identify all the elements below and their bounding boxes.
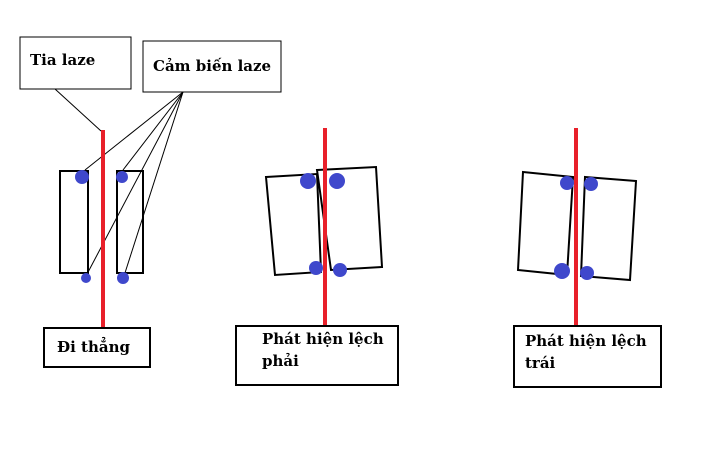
sensor-plate-left — [264, 172, 323, 277]
sensor-plate-right — [579, 175, 638, 282]
laser-sensor-dot — [116, 171, 128, 183]
case-right-box — [235, 325, 399, 386]
case-left-box — [513, 325, 662, 388]
laser-sensor-dot — [309, 261, 323, 275]
laser-sensor-dot — [333, 263, 347, 277]
laser-sensor-dot — [117, 272, 129, 284]
case-right-label-line1: Phát hiện lệch — [262, 330, 384, 348]
sensor-pointer-line — [84, 91, 184, 171]
case-straight-label: Đi thẳng — [57, 337, 130, 356]
beam-callout-label: Tia laze — [30, 51, 95, 69]
beam-callout-pointer — [54, 88, 102, 132]
beam-callout-box — [19, 36, 132, 90]
case-left-label-line1: Phát hiện lệch — [525, 332, 647, 350]
sensor-pointer-line — [85, 91, 184, 277]
laser-sensor-dot — [584, 177, 598, 191]
laser-sensor-dot — [300, 173, 316, 189]
case-right-deviation: Phát hiện lệch phải — [235, 128, 399, 386]
case-left-label-line2: trái — [525, 354, 556, 372]
sensor-pointer-line — [123, 91, 184, 277]
sensor-plate-right — [116, 170, 144, 274]
case-straight-box — [43, 327, 151, 368]
case-right-label-line2: phải — [262, 352, 299, 370]
sensor-callout-label: Cảm biến laze — [153, 57, 271, 75]
sensor-callout-box — [142, 40, 282, 93]
case-left-deviation: Phát hiện lệch trái — [513, 128, 662, 388]
sensor-plate-left — [59, 170, 89, 274]
laser-sensor-dot — [81, 273, 91, 283]
laser-sensor-dot — [75, 170, 89, 184]
laser-sensor-dot — [554, 263, 570, 279]
laser-sensor-dot — [560, 176, 574, 190]
sensor-pointer-line — [122, 91, 184, 171]
laser-sensor-dot — [580, 266, 594, 280]
sensor-callout: Cảm biến laze — [84, 40, 282, 277]
case-straight: Đi thẳng — [43, 130, 151, 368]
laser-sensor-dot — [329, 173, 345, 189]
beam-callout: Tia laze — [19, 36, 132, 132]
